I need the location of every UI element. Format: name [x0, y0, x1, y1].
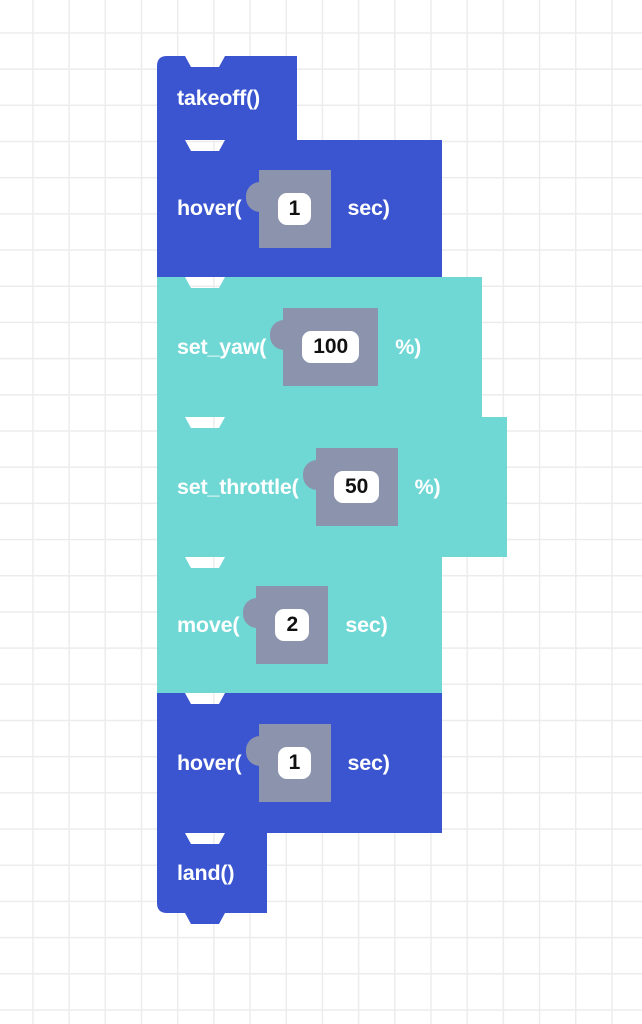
block-shape-takeoff [157, 56, 297, 140]
block-land[interactable]: land() [157, 833, 267, 924]
block-label-hover_2: hover( [177, 750, 242, 775]
block-unit-hover: sec) [347, 196, 390, 220]
param-value-set_throttle[interactable]: 50 [333, 471, 380, 503]
block-content-land: land() [157, 833, 235, 913]
block-label-set_yaw: set_yaw( [177, 334, 267, 359]
block-unit-move: sec) [345, 612, 388, 637]
block-unit-hover_2: sec) [347, 750, 390, 775]
block-unit-set_throttle: %) [414, 474, 441, 499]
param-tile-hover_2[interactable]: 1 [245, 724, 331, 802]
param-tile-hover[interactable]: 1 [245, 169, 331, 248]
block-move[interactable]: move( 2 sec) [157, 557, 442, 693]
param-value-move[interactable]: 2 [275, 609, 310, 641]
block-label-land: land() [177, 860, 235, 885]
block-hover[interactable]: hover( 1 sec) [157, 140, 442, 277]
param-tile-set_throttle[interactable]: 50 [302, 448, 398, 526]
param-tile-move[interactable]: 2 [243, 586, 329, 664]
block-shape-land [157, 833, 267, 924]
block-hover_2[interactable]: hover( 1 sec) [157, 693, 442, 833]
param-value-hover_2[interactable]: 1 [277, 747, 312, 779]
block-content-set_yaw: set_yaw( 100%) [157, 277, 421, 417]
block-label-set_throttle: set_throttle( [177, 474, 299, 499]
block-content-takeoff: takeoff() [157, 56, 260, 140]
param-value-hover[interactable]: 1 [277, 192, 312, 225]
param-value-set_yaw[interactable]: 100 [302, 331, 360, 363]
param-tile-set_yaw[interactable]: 100 [270, 308, 379, 386]
block-label-hover: hover( [177, 196, 242, 220]
block-set_throttle[interactable]: set_throttle( 50%) [157, 417, 507, 557]
block-content-hover: hover( 1 sec) [157, 140, 390, 277]
block-label-move: move( [177, 612, 240, 637]
block-takeoff[interactable]: takeoff() [157, 56, 297, 140]
block-content-set_throttle: set_throttle( 50%) [157, 417, 441, 557]
block-content-move: move( 2 sec) [157, 557, 388, 693]
block-label-takeoff: takeoff() [177, 85, 261, 110]
block-set_yaw[interactable]: set_yaw( 100%) [157, 277, 482, 417]
block-content-hover_2: hover( 1 sec) [157, 693, 390, 833]
block-unit-set_yaw: %) [395, 334, 422, 359]
